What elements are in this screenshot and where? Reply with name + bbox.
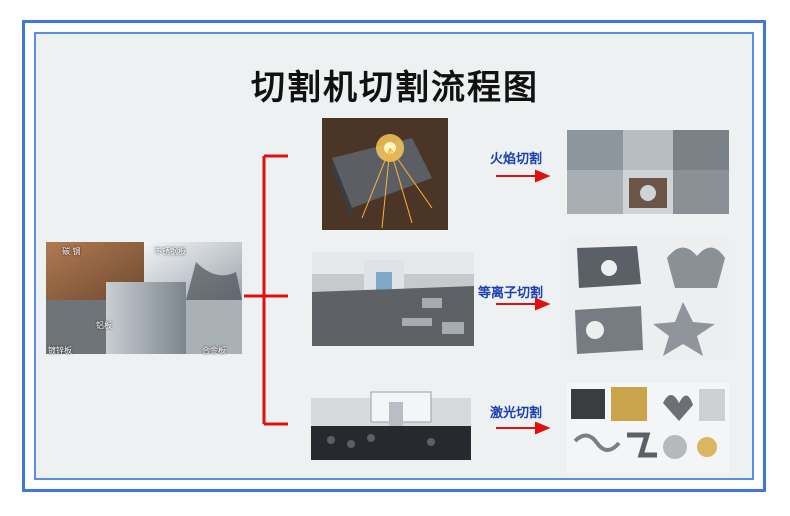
material-label-galvanized: 镀锌板: [48, 346, 72, 355]
flame-cutting-photo: [322, 118, 448, 230]
material-label-alloy: 合金板: [202, 346, 226, 355]
arrow-icon: [535, 169, 551, 183]
branch-label-flame: 火焰切割: [490, 152, 543, 167]
laser-products-photo: [567, 383, 729, 473]
branch-label-laser: 激光切割: [490, 406, 543, 421]
plasma-cutting-photo: [312, 252, 474, 346]
arrow-icon: [535, 421, 551, 435]
material-label-aluminum: 铝板: [96, 321, 112, 330]
arrow-icon: [535, 297, 551, 311]
materials-photo: [46, 242, 242, 354]
material-label-stainless: 不锈钢板: [154, 247, 186, 256]
branch-label-plasma: 等离子切割: [478, 286, 544, 301]
plasma-products-photo: [567, 238, 729, 360]
page-title: 切割机切割流程图: [251, 68, 539, 108]
material-label-carbon-steel: 碳 钢: [62, 247, 81, 256]
laser-cutting-photo: [311, 372, 471, 460]
flame-products-photo: [567, 130, 729, 214]
